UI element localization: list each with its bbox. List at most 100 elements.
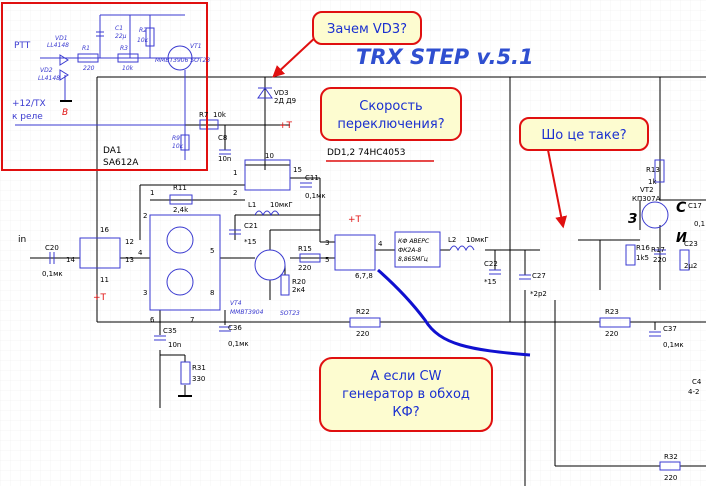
r22-label: R22	[356, 308, 370, 316]
callout-cw: А если CW генератор в обход КФ?	[319, 357, 493, 432]
r9-value: 10k	[172, 143, 184, 150]
callout-vd3-text: Зачем VD3?	[327, 22, 407, 37]
k-rele-label: к реле	[12, 112, 43, 122]
c36-label: C36	[228, 324, 242, 332]
pin-6: 6	[150, 316, 155, 324]
r20-value: 2к4	[292, 286, 306, 294]
pin-3: 3	[143, 289, 147, 297]
callout-speed-line-2: переключения?	[337, 117, 444, 132]
c23-value: 2μ2	[684, 262, 697, 270]
c8-value: 10n	[218, 155, 231, 163]
r15-label: R15	[298, 245, 312, 253]
r20-label: R20	[292, 278, 306, 286]
pin-10: 10	[265, 152, 274, 160]
components	[49, 87, 690, 471]
r31-value: 330	[192, 375, 205, 383]
callout-speed-line-1: Скорость	[359, 99, 422, 114]
vt4-type: MMBT3904	[230, 309, 264, 316]
r9-label: R9	[172, 135, 180, 142]
plus12-label: +12/TX	[12, 99, 46, 109]
da1-type: SA612A	[103, 158, 139, 168]
c27-value: *2p2	[530, 290, 547, 298]
pin-8: 8	[210, 289, 214, 297]
r31-label: R31	[192, 364, 206, 372]
r16-label: R16	[636, 244, 650, 252]
plus-t-mid: +T	[348, 215, 362, 225]
c4-partial: C4	[692, 378, 702, 386]
r2-value: 10k	[137, 37, 149, 44]
plus-t-left: +T	[93, 293, 107, 303]
vt1-label: VT1	[190, 43, 202, 50]
r16-value: 1k5	[636, 254, 649, 262]
pin-11: 11	[100, 276, 109, 284]
c22-value: *15	[484, 278, 496, 286]
letter-i: И	[676, 231, 687, 246]
c17-value: 0,1	[694, 220, 705, 228]
c37-value: 0,1мк	[663, 341, 684, 349]
callout-cw-line-1: А если CW	[371, 369, 442, 384]
kf-line-3: 8,865МГц	[398, 256, 428, 263]
r13-label: R13	[646, 166, 660, 174]
c21-label: C21	[244, 222, 258, 230]
c4-partial2: 4-2	[688, 388, 699, 396]
pin-4: 4	[138, 249, 143, 257]
text-labels: PTT VD1 LL4148 VD2 LL4148 R1 220 R3 10k …	[12, 25, 705, 482]
c36-value: 0,1мк	[228, 340, 249, 348]
vd1-label: VD1	[55, 35, 68, 42]
sot23-label: SOT23	[280, 310, 300, 317]
vd3-label: VD3	[274, 89, 289, 97]
kf-line-2: ФК2А-8	[398, 247, 422, 254]
callout-speed: Скорость переключения?	[320, 87, 462, 141]
c20-label: C20	[45, 244, 59, 252]
pin-1b: 1	[150, 189, 154, 197]
r17-label: R17	[651, 246, 665, 254]
ptt-circuit	[15, 14, 200, 160]
r32-value: 220	[664, 474, 677, 482]
callout-vd3: Зачем VD3?	[312, 11, 422, 45]
vt4-label: VT4	[230, 300, 242, 307]
r32-label: R32	[664, 453, 678, 461]
schematic-subtitle: DD1,2 74HC4053	[327, 148, 405, 158]
cw-trace	[377, 268, 531, 357]
vt2-symbol	[641, 201, 669, 229]
pin-7: 7	[190, 316, 194, 324]
c1-label: C1	[115, 25, 123, 32]
c1-value: 22μ	[115, 33, 127, 40]
pin-12: 12	[125, 238, 134, 246]
vt2-type: КП307А	[632, 195, 661, 203]
r3-label: R3	[120, 45, 128, 52]
r7-symbol	[199, 119, 219, 130]
c20-value: 0,1мк	[42, 270, 63, 278]
pin-5: 5	[210, 247, 214, 255]
pin-1: 1	[233, 169, 237, 177]
ptt-label: PTT	[14, 41, 31, 51]
r23-label: R23	[605, 308, 619, 316]
r11-symbol	[169, 194, 193, 205]
dd1-switch-top	[244, 159, 291, 191]
vd3-symbol	[257, 87, 273, 99]
kf-line-1: КФ АВЕРС	[398, 238, 430, 245]
callout-cw-line-3: КФ?	[392, 405, 419, 420]
l1-value: 10мкГ	[270, 201, 293, 209]
vt1-type: MMBT3906 SOT23	[155, 57, 210, 64]
letter-z: З	[628, 212, 637, 227]
c37-label: C37	[663, 325, 677, 333]
l1-symbol	[254, 210, 280, 217]
vt4-symbol	[254, 249, 286, 281]
dd2-switch	[334, 234, 376, 271]
r22-value: 220	[356, 330, 369, 338]
c27-label: C27	[532, 272, 546, 280]
pin-2: 2	[233, 189, 237, 197]
c17-label: C17	[688, 202, 702, 210]
l1-label: L1	[248, 201, 256, 209]
r7-value: 10k	[213, 111, 227, 119]
r11-value: 2,4k	[173, 206, 189, 214]
r13-value: 1k	[648, 178, 657, 186]
r1-label: R1	[82, 45, 90, 52]
da1-label: DA1	[103, 146, 122, 156]
l2-value: 10мкГ	[466, 236, 489, 244]
c21-value: *15	[244, 238, 256, 246]
letter-c: С	[676, 200, 687, 216]
